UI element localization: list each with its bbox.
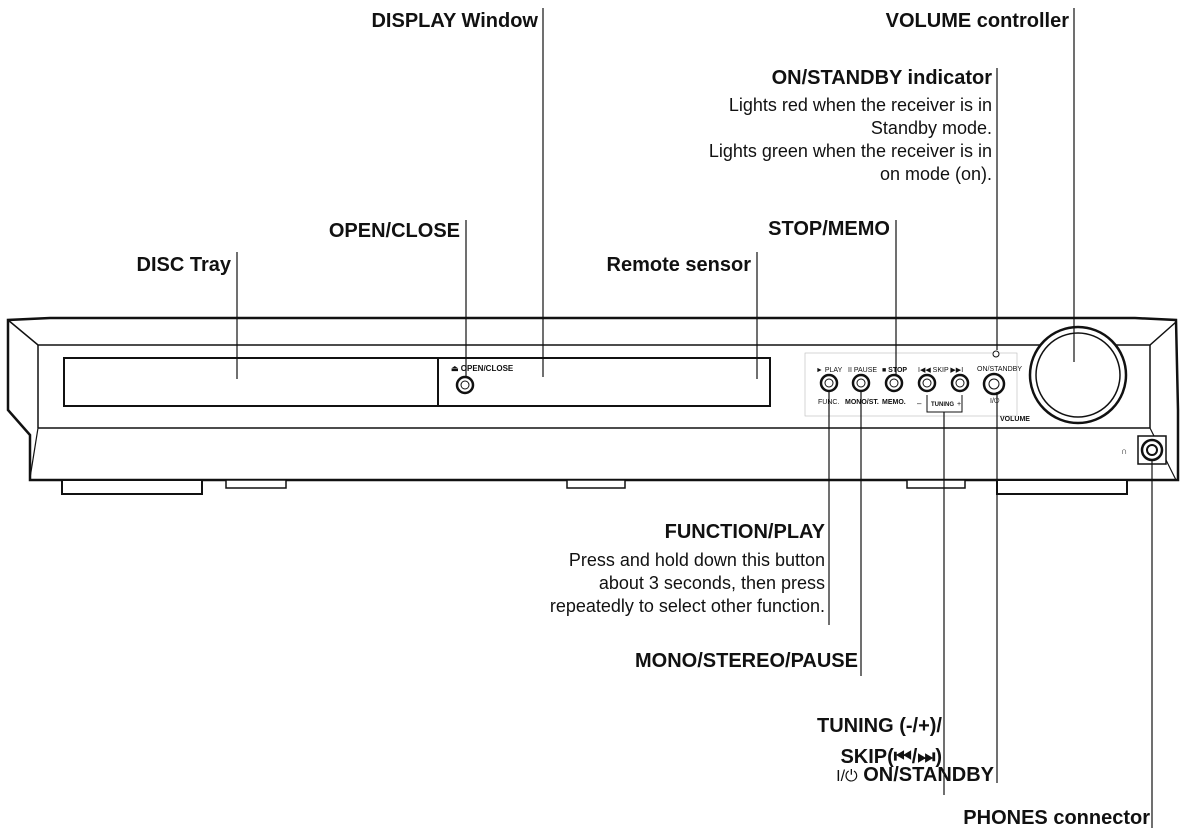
panel-volume-label: VOLUME — [1000, 416, 1030, 423]
panel-power-symbol: I/⏻ — [990, 397, 1000, 405]
on-standby-indicator — [992, 350, 1000, 358]
skip-back-tuning-minus-button[interactable] — [917, 373, 937, 393]
panel-mono-st-label: MONO/ST. — [845, 399, 879, 406]
panel-play-label: ► PLAY — [816, 367, 843, 374]
desc-line: Press and hold down this button — [568, 550, 825, 570]
display-window — [437, 357, 771, 407]
open-close-label: OPEN/CLOSE — [328, 220, 460, 242]
headphones-icon: ∩ — [1121, 446, 1127, 456]
panel-tuning-plus: + — [957, 401, 961, 408]
stop-memo-label: STOP/MEMO — [768, 218, 890, 240]
remote-sensor-label: Remote sensor — [606, 254, 752, 276]
tuning-label: TUNING (-/+)/ — [817, 715, 942, 737]
mono-stereo-pause-label: MONO/STEREO/PAUSE — [635, 650, 858, 672]
panel-skip-label: I◀◀ SKIP ▶▶I — [918, 367, 963, 374]
desc-line: Lights red when the receiver is in — [728, 95, 992, 115]
on-standby-text: ON/STANDBY — [863, 764, 994, 786]
function-play-description: Press and hold down this button about 3 … — [550, 549, 825, 618]
receiver-top-bevel — [7, 319, 1177, 346]
volume-controller-label: VOLUME controller — [885, 10, 1069, 32]
on-standby-button-label: I/⏻ ON/STANDBY — [836, 764, 994, 787]
disc-tray[interactable] — [63, 357, 439, 407]
power-icon: I/⏻ — [836, 768, 858, 785]
on-standby-indicator-label: ON/STANDBY indicator — [771, 67, 992, 89]
function-play-label: FUNCTION/PLAY — [664, 521, 825, 543]
desc-line: repeatedly to select other function. — [549, 596, 825, 616]
foot-left — [61, 479, 203, 495]
panel-stop-label: ■ STOP — [882, 367, 907, 374]
desc-line: Standby mode. — [870, 118, 992, 138]
desc-line: Lights green when the receiver is in — [708, 141, 992, 161]
panel-pause-label: II PAUSE — [848, 367, 877, 374]
volume-knob[interactable] — [1028, 325, 1128, 425]
panel-tuning-minus: – — [917, 399, 922, 408]
skip-label: SKIP(⏮/⏭) — [840, 746, 942, 768]
panel-open-close-label: ⏏ OPEN/CLOSE — [451, 364, 514, 373]
func-play-button[interactable] — [819, 373, 839, 393]
panel-memo-label: MEMO. — [882, 399, 906, 406]
phones-connector-label: PHONES connector — [963, 807, 1150, 829]
stop-memo-button[interactable] — [884, 373, 904, 393]
foot-right — [996, 479, 1128, 495]
open-close-button[interactable] — [455, 375, 475, 395]
desc-line: on mode (on). — [879, 164, 992, 184]
mono-stereo-pause-button[interactable] — [851, 373, 871, 393]
disc-tray-label: DISC Tray — [136, 254, 231, 276]
on-standby-button[interactable] — [982, 372, 1006, 396]
leader-lines — [236, 8, 1153, 828]
on-standby-indicator-description: Lights red when the receiver is in Stand… — [709, 94, 992, 186]
skip-forward-tuning-plus-button[interactable] — [950, 373, 970, 393]
display-window-label: DISPLAY Window — [371, 10, 538, 32]
panel-tuning-label: TUNING — [931, 402, 954, 408]
desc-line: about 3 seconds, then press — [598, 573, 825, 593]
panel-on-standby-label: ON/STANDBY — [977, 366, 1022, 373]
phones-jack[interactable] — [1137, 435, 1167, 465]
